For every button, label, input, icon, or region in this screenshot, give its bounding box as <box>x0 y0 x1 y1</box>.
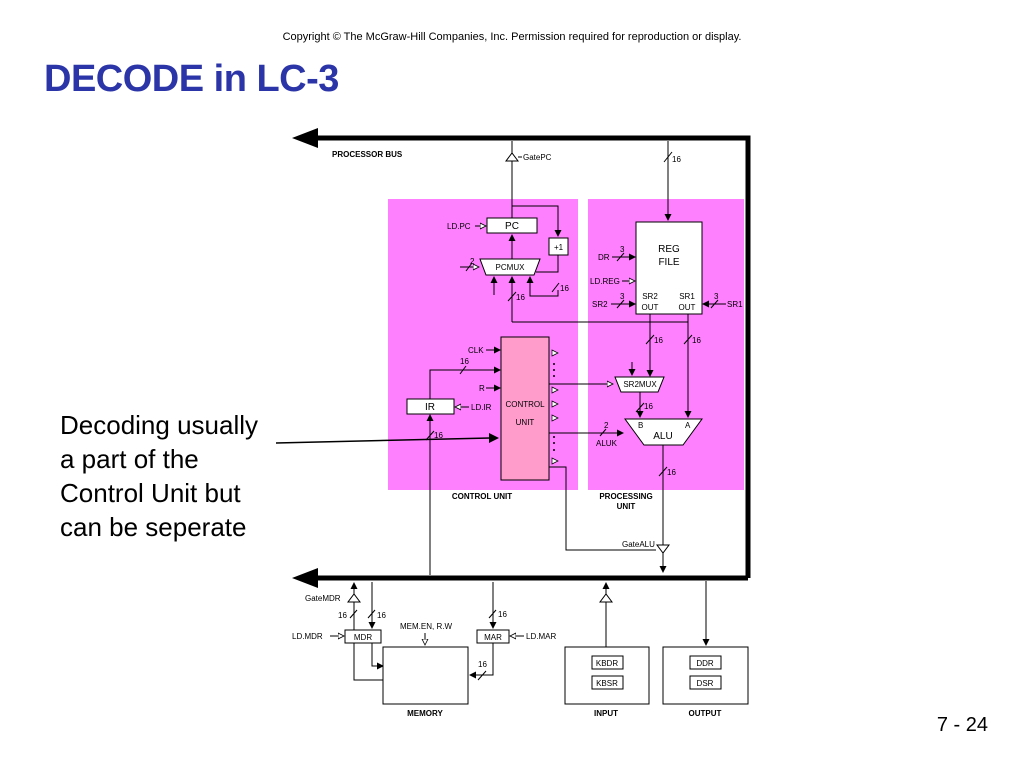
mar-label: MAR <box>484 633 502 642</box>
dsr-label: DSR <box>697 679 714 688</box>
processor-bus-label: PROCESSOR BUS <box>332 150 403 159</box>
processing-unit-caption-2: UNIT <box>617 502 636 511</box>
pcmux-label: PCMUX <box>496 263 526 272</box>
ddr-label: DDR <box>696 659 714 668</box>
sr2mux-label: SR2MUX <box>623 380 657 389</box>
kbsr-register <box>591 675 624 690</box>
pc-register <box>486 217 538 234</box>
ddr-register <box>689 655 722 670</box>
sr1-out-label-1: SR1 <box>679 292 695 301</box>
kbdr-register <box>591 655 624 670</box>
note-line: can be seperate <box>60 512 247 542</box>
sr2-out-label-2: OUT <box>642 303 659 312</box>
mdr-register <box>344 629 382 644</box>
sr1-width: 3 <box>714 292 719 301</box>
sr2-out-label-1: SR2 <box>642 292 658 301</box>
gatemdr-tristate <box>347 593 361 603</box>
gatepc-label: GatePC <box>523 153 552 162</box>
note-line: Decoding usually <box>60 410 259 440</box>
ld-reg-label: LD.REG <box>590 277 620 286</box>
mdr-in-width: 16 <box>377 611 386 620</box>
mar-in-width: 16 <box>498 610 507 619</box>
memory-block <box>382 646 469 705</box>
control-unit-label-2: UNIT <box>516 418 535 427</box>
sr2-out-width: 16 <box>654 336 663 345</box>
ir-label: IR <box>425 402 435 413</box>
alu <box>624 418 703 446</box>
control-outputs <box>551 349 559 465</box>
gatealu-label: GateALU <box>622 540 655 549</box>
control-unit-caption: CONTROL UNIT <box>452 492 512 501</box>
gatealu-tristate <box>656 544 670 554</box>
plus-one-label: +1 <box>554 243 564 252</box>
ir-to-control-width: 16 <box>460 357 469 366</box>
aluk-width: 2 <box>604 421 609 430</box>
mdr-label: MDR <box>354 633 372 642</box>
dsr-register <box>689 675 722 690</box>
dr-width: 3 <box>620 245 625 254</box>
control-unit-label-1: CONTROL <box>505 400 545 409</box>
r-label: R <box>479 384 485 393</box>
reg-file-label-1: REG <box>658 244 680 255</box>
sr2mux-out-width: 16 <box>644 402 653 411</box>
sr2-width: 3 <box>620 292 625 301</box>
decode-callout-arrow <box>275 437 491 444</box>
pc-label: PC <box>505 221 519 232</box>
mar-out-width: 16 <box>478 660 487 669</box>
gatemdr-label: GateMDR <box>305 594 341 603</box>
clk-label: CLK <box>468 346 484 355</box>
aluk-label: ALUK <box>596 439 618 448</box>
output-label: OUTPUT <box>689 709 722 718</box>
ld-mar-label: LD.MAR <box>526 632 556 641</box>
input-label: INPUT <box>594 709 618 718</box>
processing-unit-caption-1: PROCESSING <box>599 492 652 501</box>
bus-to-ir-width: 16 <box>434 431 443 440</box>
register-file <box>635 221 703 315</box>
alu-out-width: 16 <box>667 468 676 477</box>
control-unit-block <box>500 336 550 481</box>
mdr-out-width: 16 <box>338 611 347 620</box>
bus-width-label: 16 <box>672 155 681 164</box>
kbdr-label: KBDR <box>596 659 618 668</box>
decode-callout-arrowhead <box>489 433 499 443</box>
page-number: 7 - 24 <box>936 714 988 736</box>
mem-en-label: MEM.EN, R.W <box>400 622 452 631</box>
sr1-out-label-2: OUT <box>679 303 696 312</box>
ld-mdr-label: LD.MDR <box>292 632 323 641</box>
pcmux <box>479 258 541 276</box>
pcmux-select-width: 2 <box>470 257 475 266</box>
processor-bus <box>292 128 751 588</box>
gatepc-tristate <box>505 152 519 162</box>
kbsr-label: KBSR <box>596 679 618 688</box>
alu-input-b: B <box>638 421 643 430</box>
pcmux-input-width: 16 <box>560 284 569 293</box>
note-line: Control Unit but <box>60 478 241 508</box>
ld-ir-label: LD.IR <box>471 403 492 412</box>
sr1-label: SR1 <box>727 300 743 309</box>
pcmux-feedback-width: 16 <box>516 293 525 302</box>
reg-file-label-2: FILE <box>658 257 679 268</box>
sr2mux <box>614 376 665 393</box>
decode-note: Decoding usually a part of the Control U… <box>60 408 290 544</box>
dr-label: DR <box>598 253 610 262</box>
slide-title: DECODE in LC-3 <box>44 58 339 100</box>
sr1-out-width: 16 <box>692 336 701 345</box>
alu-label: ALU <box>653 431 672 442</box>
note-line: a part of the <box>60 444 199 474</box>
copyright-notice: Copyright © The McGraw-Hill Companies, I… <box>282 31 742 43</box>
sr2-label: SR2 <box>592 300 608 309</box>
alu-input-a: A <box>685 421 691 430</box>
input-tristate <box>599 593 613 603</box>
ld-pc-label: LD.PC <box>447 222 471 231</box>
memory-label: MEMORY <box>407 709 443 718</box>
